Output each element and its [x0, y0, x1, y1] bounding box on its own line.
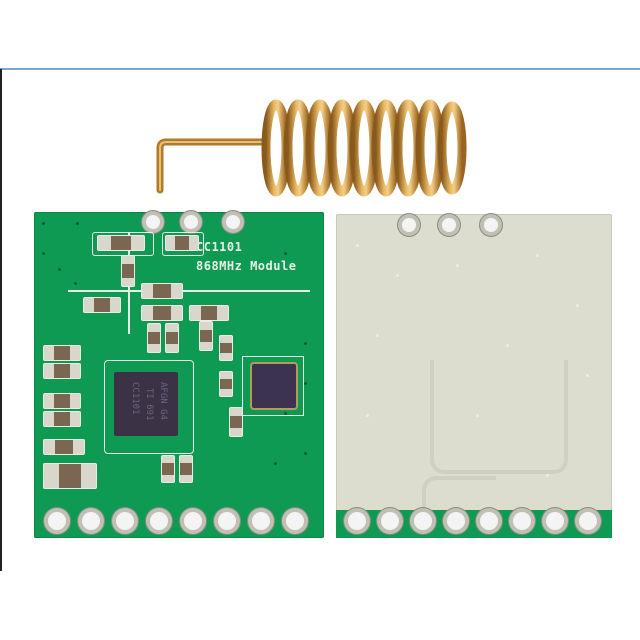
bottom-pin-hole — [381, 512, 399, 530]
top-pin-hole — [442, 218, 456, 232]
top-pin-hole — [226, 215, 240, 229]
bottom-pin-hole — [116, 512, 134, 530]
chip-outline — [104, 360, 194, 454]
smd-capacitor — [122, 256, 134, 287]
bottom-pin-hole — [513, 512, 531, 530]
antenna-trace — [430, 360, 568, 474]
crystal-outline — [242, 356, 304, 416]
bottom-pin-hole — [286, 512, 304, 530]
smd-resistor — [44, 412, 80, 426]
bottom-pin-hole — [546, 512, 564, 530]
top-pin-hole — [484, 218, 498, 232]
smd-capacitor — [166, 324, 178, 353]
bottom-pin-hole — [82, 512, 100, 530]
silkscreen-frequency: 868MHz Module — [196, 259, 297, 273]
cc1101-chip: CC1101 TI 691 AFGN G4 — [114, 372, 178, 436]
smd-resistor — [142, 284, 182, 298]
top-pin-hole — [184, 215, 198, 229]
smd-capacitor — [200, 322, 212, 351]
smd-resistor — [44, 364, 80, 378]
silk-outline — [92, 232, 154, 256]
bottom-pin-hole — [579, 512, 597, 530]
top-pin-hole — [402, 218, 416, 232]
bottom-pin-hole — [48, 512, 66, 530]
smd-capacitor — [230, 408, 242, 437]
bottom-pin-hole — [218, 512, 236, 530]
frame-top-line — [0, 68, 640, 70]
bottom-pin-hole — [480, 512, 498, 530]
smd-capacitor — [220, 336, 232, 360]
back-pcb — [336, 214, 612, 538]
silk-outline — [162, 232, 204, 256]
silk-line — [68, 290, 310, 292]
bottom-pin-hole — [150, 512, 168, 530]
smd-resistor — [44, 346, 80, 360]
smd-resistor — [84, 298, 120, 312]
spring-antenna — [156, 99, 467, 197]
smd-inductor — [44, 440, 84, 454]
bottom-pin-hole — [447, 512, 465, 530]
smd-capacitor — [220, 372, 232, 396]
bottom-pin-hole — [252, 512, 270, 530]
crystal-oscillator — [250, 362, 298, 410]
smd-resistor — [44, 394, 80, 408]
bottom-pin-hole — [184, 512, 202, 530]
bottom-pin-hole — [414, 512, 432, 530]
smd-capacitor — [162, 456, 174, 483]
frame-left-line — [0, 69, 2, 571]
bottom-pin-hole — [348, 512, 366, 530]
chip-marking-lot: TI 691 — [144, 388, 154, 421]
smd-resistor — [142, 306, 182, 320]
smd-inductor — [44, 464, 96, 488]
smd-capacitor — [180, 456, 192, 483]
chip-marking-model: CC1101 — [130, 382, 140, 415]
pcb-edge-strip — [336, 510, 612, 538]
front-pcb: CC1101 868MHz Module CC1101 T — [34, 212, 324, 538]
smd-resistor — [190, 306, 228, 320]
silkscreen-model: CC1101 — [196, 240, 243, 254]
chip-marking-code: AFGN G4 — [158, 382, 168, 420]
top-pin-hole — [146, 215, 160, 229]
smd-capacitor — [148, 324, 160, 353]
antenna-feed-trace — [422, 476, 496, 510]
smd-resistor — [98, 236, 144, 250]
smd-resistor — [166, 236, 199, 250]
